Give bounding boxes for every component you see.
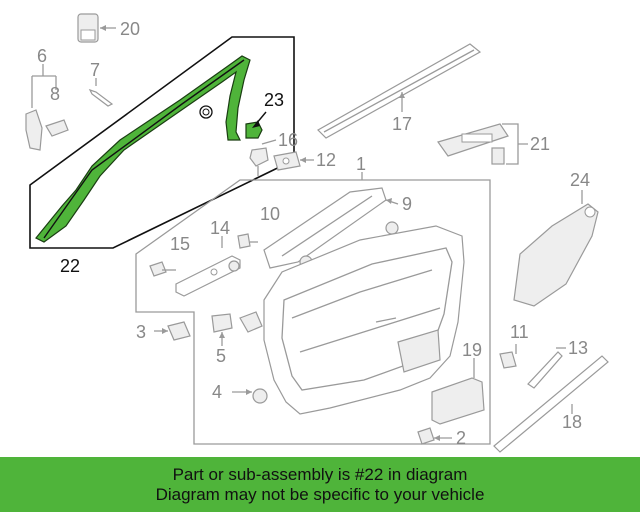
- callout-labels: 20 6 7 8 23 22 16 12 17 21 1 9 24 10 14 …: [37, 19, 590, 448]
- part-4-nut: [232, 388, 268, 404]
- callout-2: 2: [456, 428, 466, 448]
- banner-line-2: Diagram may not be specific to your vehi…: [155, 484, 485, 504]
- part-11-screw: [499, 344, 517, 369]
- callout-24: 24: [570, 170, 590, 190]
- callout-7: 7: [90, 60, 100, 80]
- inset-box-part-22: [29, 36, 295, 249]
- part-17-rail: [317, 43, 482, 139]
- callout-15: 15: [170, 234, 190, 254]
- part-19-bezel: [431, 358, 485, 425]
- part-14-bracket: [175, 236, 241, 297]
- callout-3: 3: [136, 322, 146, 342]
- part-6-bracket: [25, 64, 114, 151]
- callout-20: 20: [120, 19, 140, 39]
- part-10-screw: [237, 233, 258, 249]
- callout-14: 14: [210, 218, 230, 238]
- callout-6: 6: [37, 46, 47, 66]
- callout-18: 18: [562, 412, 582, 432]
- part-20: [77, 13, 116, 43]
- part-23-clip[interactable]: [245, 121, 263, 139]
- callout-17: 17: [392, 114, 412, 134]
- callout-8: 8: [50, 84, 60, 104]
- part-16-12: [249, 139, 314, 176]
- callout-13: 13: [568, 338, 588, 358]
- part-2-screw: [417, 427, 452, 445]
- callout-5: 5: [216, 346, 226, 366]
- part-5-clip: [211, 313, 233, 346]
- callout-23: 23: [264, 90, 284, 110]
- callout-11: 11: [510, 322, 529, 342]
- part-18-sill: [493, 355, 609, 453]
- part-22-trim[interactable]: [35, 55, 251, 243]
- callout-4: 4: [212, 382, 222, 402]
- callout-12: 12: [316, 150, 336, 170]
- door-panel-assembly: [135, 172, 491, 445]
- banner-line-1: Part or sub-assembly is #22 in diagram: [172, 464, 468, 484]
- part-21-switch: [437, 123, 528, 165]
- callout-9: 9: [402, 194, 412, 214]
- callout-16: 16: [278, 130, 298, 150]
- callout-10: 10: [260, 204, 280, 224]
- part-15-screw: [149, 261, 176, 277]
- part-24-insulator: [513, 190, 599, 307]
- part-13-strip: [527, 347, 566, 389]
- grommet-icon: [199, 105, 213, 119]
- callout-21: 21: [530, 134, 550, 154]
- callout-19: 19: [462, 340, 482, 360]
- part-3-pad: [154, 321, 191, 341]
- callout-1: 1: [356, 154, 366, 174]
- parts-diagram: 20 6 7 8 23 22 16 12 17 21 1 9 24 10 14 …: [25, 13, 609, 453]
- callout-22: 22: [60, 256, 80, 276]
- info-banner: Part or sub-assembly is #22 in diagram D…: [0, 457, 640, 512]
